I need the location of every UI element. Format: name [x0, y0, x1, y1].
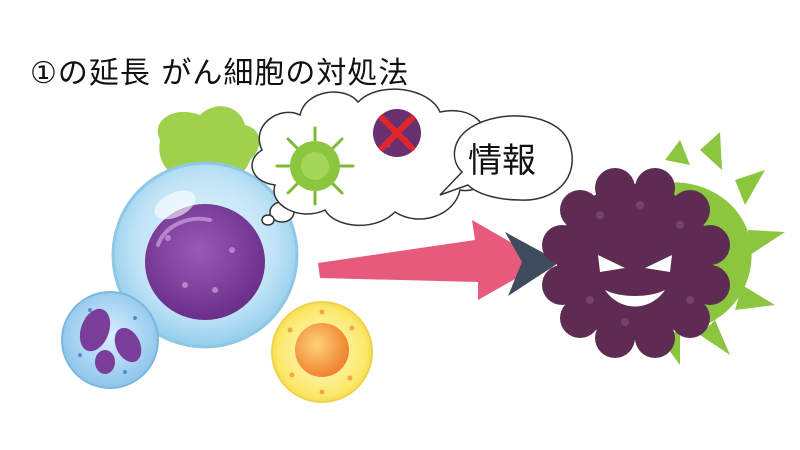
thought-cloud: [251, 88, 490, 226]
arrow-icon: [318, 220, 560, 300]
info-label: 情報: [468, 141, 536, 181]
cancer-cell-icon: [542, 132, 785, 365]
small-blue-cell-icon: [61, 291, 159, 389]
yellow-cell-icon: [271, 301, 373, 403]
green-virus-icon: [275, 126, 355, 206]
cross-icon: [379, 115, 415, 151]
immune-cell-icon: [111, 161, 299, 349]
slide-title: ①の延長 がん細胞の対処法: [30, 56, 410, 91]
info-speech-bubble: 情報: [439, 115, 573, 201]
